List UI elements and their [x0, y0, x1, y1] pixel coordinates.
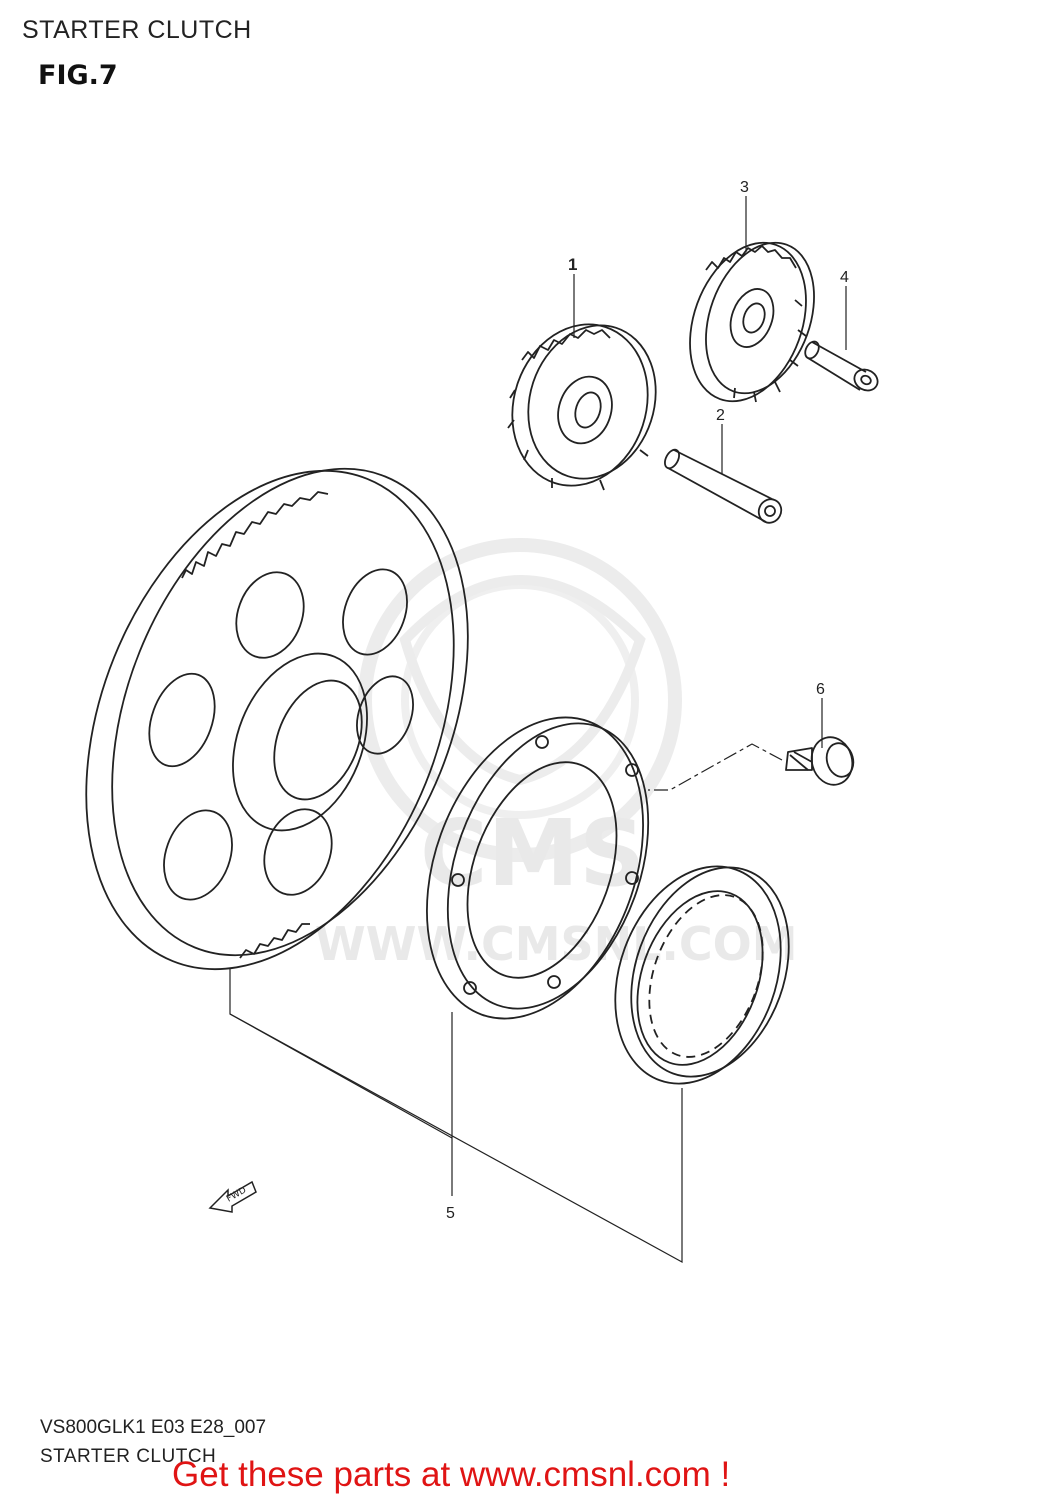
callout-6: 6: [816, 681, 825, 698]
page-title: STARTER CLUTCH: [22, 16, 252, 44]
part-3-gear: [689, 241, 815, 403]
figure-label: FIG.7: [38, 60, 118, 91]
callout-2: 2: [716, 407, 725, 424]
callout-3: 3: [740, 179, 749, 196]
callout-4: 4: [840, 269, 849, 286]
part-4-shaft: [804, 340, 879, 392]
watermark-logo-text: CMS: [420, 800, 645, 907]
callout-5: 5: [446, 1205, 455, 1222]
part-1-gear: [507, 323, 657, 491]
large-clutch-gear: [85, 467, 469, 971]
footer-title: STARTER CLUTCH: [40, 1446, 217, 1467]
promo-link[interactable]: Get these parts at www.cmsnl.com !: [172, 1455, 731, 1494]
leader-lines: [229, 196, 847, 1264]
watermark-url-text: WWW.CMSNL.COM: [315, 917, 798, 971]
callout-1: 1: [568, 255, 577, 274]
one-way-clutch: [614, 865, 790, 1085]
part-6-bolt: [785, 736, 855, 786]
part-5-guide-ring: [426, 716, 650, 1020]
watermark: CMS WWW.CMSNL.COM: [315, 538, 798, 971]
diagram-code: VS800GLK1 E03 E28_007: [40, 1417, 267, 1438]
fwd-arrow-icon: FWD: [208, 1180, 257, 1213]
part-2-shaft: [664, 448, 783, 524]
